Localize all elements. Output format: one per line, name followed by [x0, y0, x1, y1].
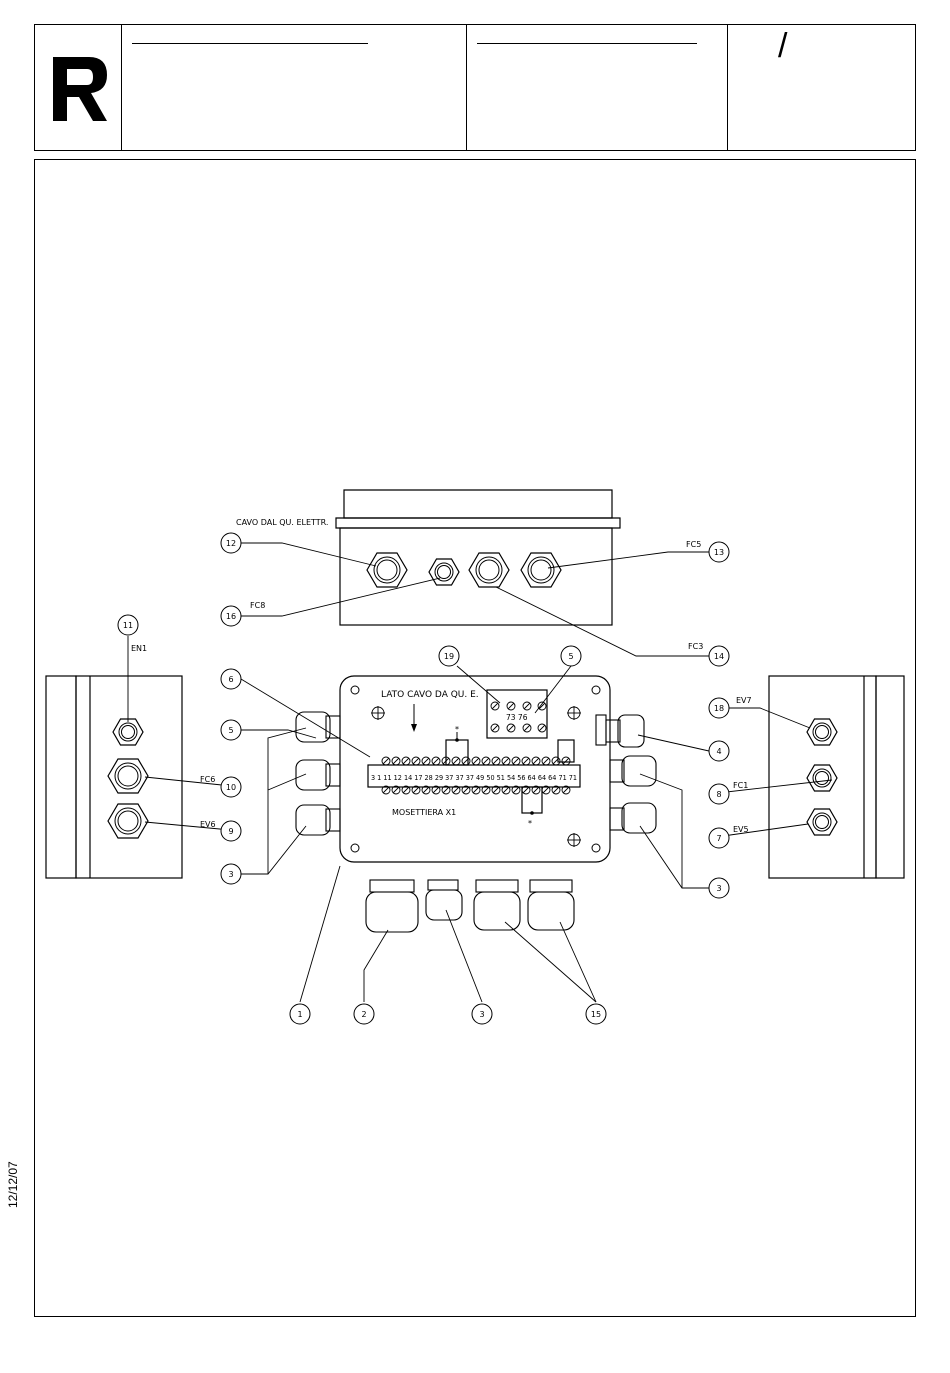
balloon-11: 11 [123, 621, 133, 630]
center-left-glands [296, 712, 340, 835]
center-caption: LATO CAVO DA QU. E. [381, 690, 479, 700]
balloon-9: 9 [228, 827, 233, 836]
gland-ev7 [807, 719, 837, 745]
terminal-block-caption: MOSETTIERA X1 [392, 808, 456, 817]
terminal-screws-top [382, 757, 570, 765]
center-bottom-glands [366, 880, 574, 932]
gland-fc6 [108, 759, 148, 793]
gland-ev6 [108, 804, 148, 838]
cable-gland-14 [469, 553, 509, 587]
label-fc3: FC3 [688, 642, 703, 651]
balloon-16: 16 [226, 612, 236, 621]
top-junction-box [336, 490, 620, 625]
balloon-18: 18 [714, 704, 724, 713]
center-right-glands [596, 715, 656, 833]
label-fc5: FC5 [686, 540, 701, 549]
cable-gland-12 [367, 553, 407, 587]
left-side-box [46, 676, 182, 878]
terminal-numbers: 3 1 11 12 14 17 28 29 37 37 37 49 50 51 … [371, 773, 577, 782]
label-en1: EN1 [131, 644, 147, 653]
gland-ev5 [807, 809, 837, 835]
balloon-2: 2 [361, 1010, 366, 1019]
cable-gland-13 [521, 553, 561, 587]
cable-gland-16 [429, 559, 459, 585]
balloon-5-left: 5 [228, 726, 233, 735]
balloon-13: 13 [714, 548, 724, 557]
label-fc8: FC8 [250, 601, 265, 610]
label-ev7: EV7 [736, 696, 752, 705]
mount-hole-tl [371, 706, 385, 720]
balloon-19: 19 [444, 652, 454, 661]
asterisk-top: * [455, 725, 459, 734]
balloon-12: 12 [226, 539, 236, 548]
gland-en1 [113, 719, 143, 745]
relay-terminal-numbers: 73 76 [506, 713, 528, 722]
top-box-caption: CAVO DAL QU. ELETTR. [236, 518, 328, 527]
balloon-1: 1 [297, 1010, 302, 1019]
balloon-8: 8 [716, 790, 721, 799]
balloon-15: 15 [591, 1010, 601, 1019]
balloon-6: 6 [228, 675, 233, 684]
balloon-3-bottom: 3 [479, 1010, 484, 1019]
mount-hole-tr [567, 706, 581, 720]
center-junction-box [340, 676, 610, 862]
balloon-14: 14 [714, 652, 724, 661]
balloon-3-right: 3 [716, 884, 721, 893]
balloon-7: 7 [716, 834, 721, 843]
label-fc1: FC1 [733, 781, 748, 790]
balloon-4: 4 [716, 747, 721, 756]
balloon-3-left: 3 [228, 870, 233, 879]
balloon-10: 10 [226, 783, 236, 792]
ground-symbol [567, 833, 581, 847]
asterisk-bottom: * [528, 819, 532, 828]
balloon-5-top: 5 [568, 652, 573, 661]
gland-fc1 [807, 765, 837, 791]
